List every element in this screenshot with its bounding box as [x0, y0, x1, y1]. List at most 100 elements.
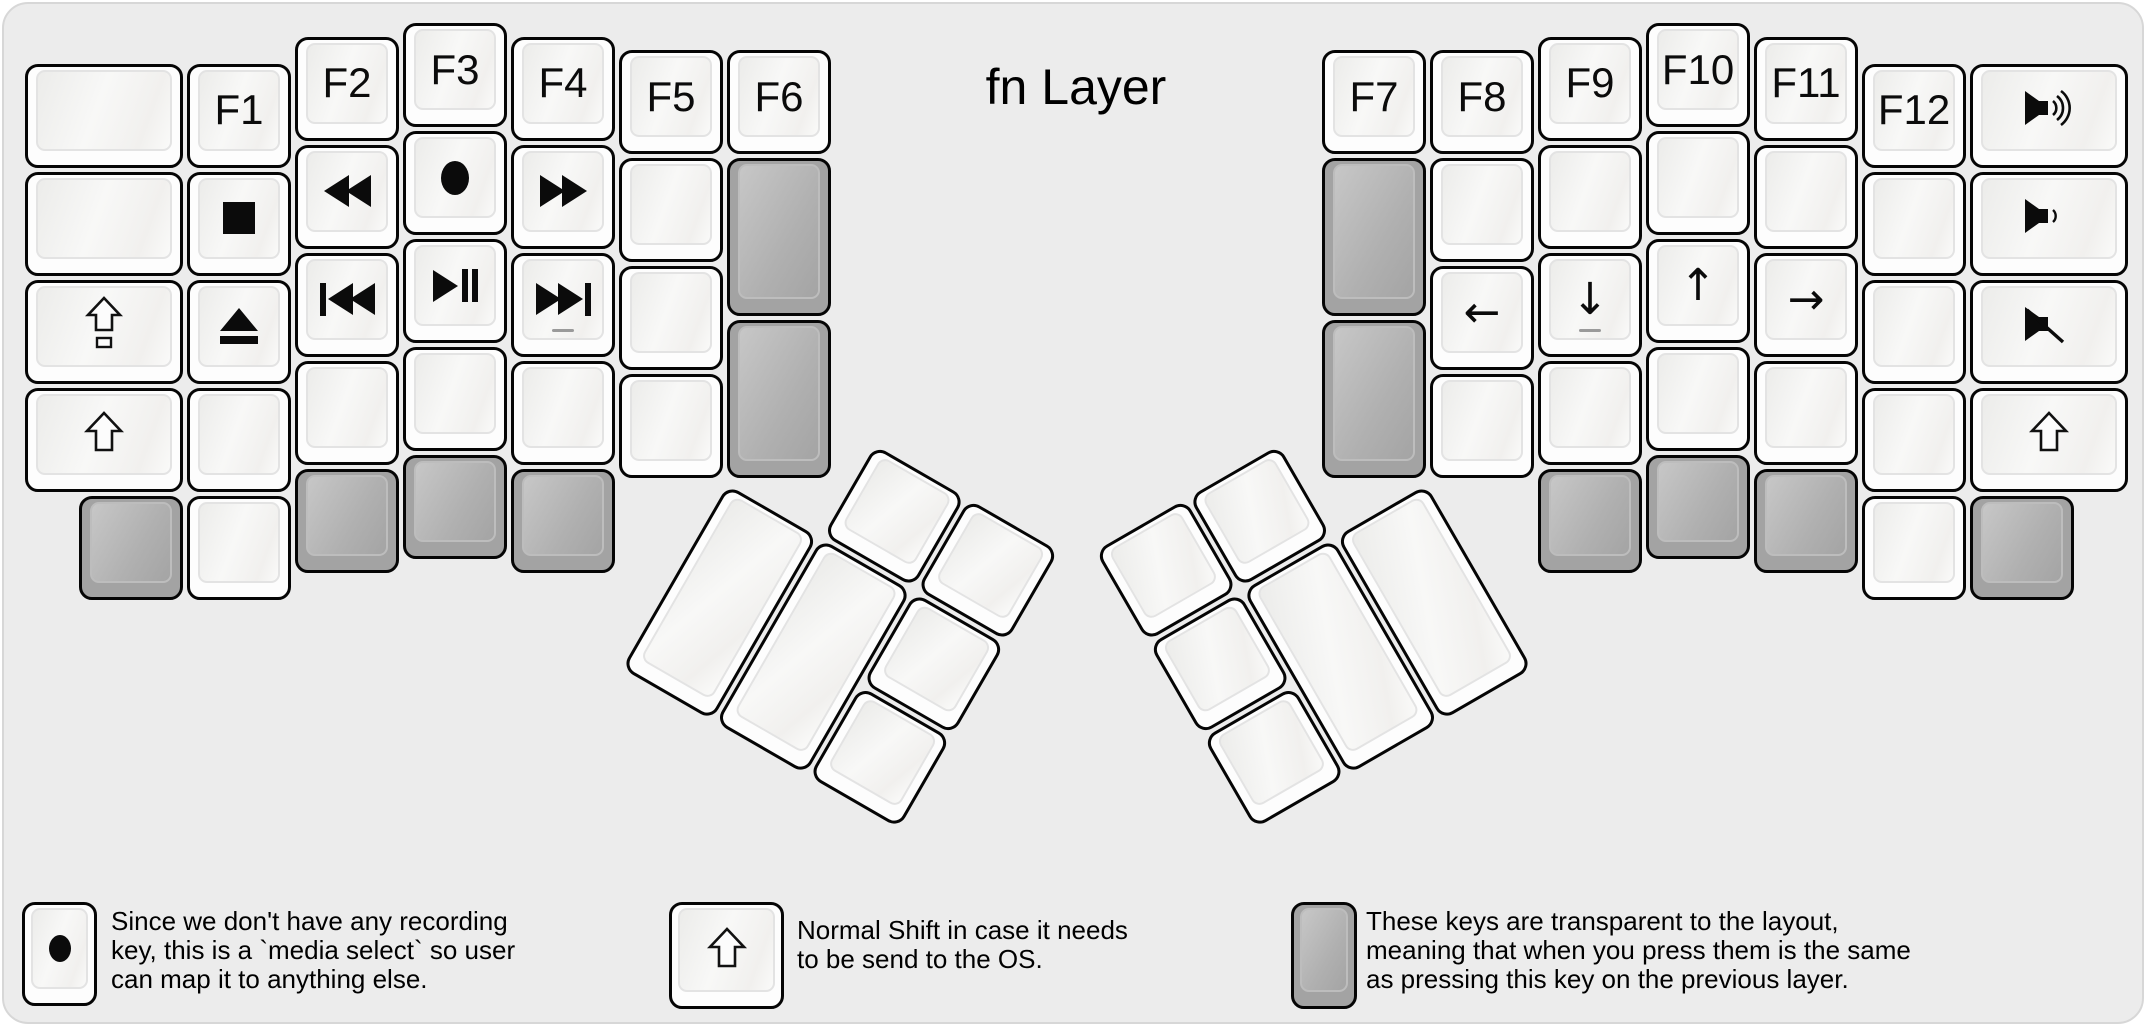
record-icon [441, 160, 469, 195]
key-play-pause[interactable] [403, 239, 507, 343]
rewind-icon [323, 175, 371, 207]
key-mute[interactable] [1970, 279, 2128, 384]
key-blank-r-r3c5-cap [1873, 285, 1955, 367]
key-blank-r-r2c3[interactable] [1646, 131, 1750, 235]
key-transparent-l-bottom-3[interactable] [511, 468, 615, 573]
key-transparent-r-bottom-2-cap [1765, 474, 1847, 556]
key-volume-up[interactable] [1970, 63, 2128, 168]
key-f4-label: F4 [538, 59, 588, 106]
key-shift-left-cap [36, 393, 172, 475]
key-volume-down[interactable] [1970, 171, 2128, 276]
key-blank-r-r4c4[interactable] [1754, 360, 1858, 465]
key-record[interactable] [403, 131, 507, 235]
key-blank-l-r3c5[interactable] [619, 266, 723, 370]
key-blank-r-bottom-white[interactable] [1862, 495, 1966, 600]
key-blank-r-r2c4-cap [1765, 150, 1847, 232]
key-blank-l-r1c0-cap [36, 69, 172, 151]
key-f3[interactable]: F3 [403, 23, 507, 127]
key-blank-r-r4c3[interactable] [1646, 347, 1750, 451]
key-transparent-r-bottom-1-cap [1657, 461, 1739, 542]
key-blank-l-r4c5[interactable] [619, 374, 723, 478]
key-f9[interactable]: F9 [1538, 36, 1642, 141]
key-blank-r-r2c4[interactable] [1754, 144, 1858, 249]
key-transparent-r-inner-2[interactable] [1322, 320, 1426, 478]
play-pause-icon [432, 269, 478, 302]
key-blank-l-r4c2[interactable] [295, 360, 399, 465]
key-f12[interactable]: F12 [1862, 63, 1966, 168]
key-blank-r-r2c2[interactable] [1538, 144, 1642, 249]
key-blank-l-r4c3[interactable] [403, 347, 507, 451]
key-transparent-r-bottom-3[interactable] [1970, 495, 2074, 600]
key-blank-r-r4c5-cap [1873, 393, 1955, 475]
key-lthumb-top-2-cap [934, 509, 1047, 622]
shift-icon [83, 410, 125, 459]
key-transparent-r-bottom-3-cap [1981, 501, 2063, 583]
legend-key-1-cap [678, 908, 775, 992]
key-f7-label: F7 [1349, 72, 1399, 120]
legend-text-0: Since we don't have any recording key, t… [111, 906, 516, 994]
key-f1-label: F1 [214, 86, 264, 133]
key-transparent-r-bottom-2[interactable] [1754, 468, 1858, 573]
key-arrow-left[interactable]: ← [1430, 266, 1534, 370]
key-f12-cap: F12 [1873, 69, 1955, 151]
key-f5[interactable]: F5 [619, 50, 723, 154]
key-blank-l-r2c0[interactable] [25, 171, 183, 276]
key-arrow-right[interactable]: → [1754, 252, 1858, 357]
key-f8-cap: F8 [1441, 56, 1523, 137]
key-f3-label: F3 [430, 45, 480, 93]
key-stop[interactable] [187, 171, 291, 276]
key-transparent-l-bottom-0[interactable] [79, 495, 183, 600]
key-transparent-l-bottom-2[interactable] [403, 455, 507, 559]
shift-icon [706, 926, 747, 975]
key-transparent-r-inner-1[interactable] [1322, 158, 1426, 316]
key-next-track[interactable] [511, 252, 615, 357]
stop-icon [223, 202, 255, 234]
key-transparent-l-inner-2[interactable] [727, 320, 831, 478]
key-blank-l-r4c1[interactable] [187, 387, 291, 492]
key-blank-r-r4c4-cap [1765, 366, 1847, 448]
key-blank-r-r4c5[interactable] [1862, 387, 1966, 492]
key-f4[interactable]: F4 [511, 36, 615, 141]
key-transparent-r-bottom-0[interactable] [1538, 468, 1642, 573]
key-fast-forward[interactable] [511, 144, 615, 249]
key-blank-r-r4c2[interactable] [1538, 360, 1642, 465]
key-f1[interactable]: F1 [187, 63, 291, 168]
key-arrow-up[interactable]: ↑ [1646, 239, 1750, 343]
key-f2[interactable]: F2 [295, 36, 399, 141]
key-arrow-down[interactable]: ↓ [1538, 252, 1642, 357]
key-blank-l-r1c0[interactable] [25, 63, 183, 168]
key-caps-lock-cap [36, 285, 172, 367]
key-f8[interactable]: F8 [1430, 50, 1534, 154]
key-transparent-r-inner-1-cap [1333, 164, 1415, 299]
key-blank-l-r4c4[interactable] [511, 360, 615, 465]
key-transparent-l-inner-1[interactable] [727, 158, 831, 316]
key-blank-r-r4c1[interactable] [1430, 374, 1534, 478]
key-blank-r-r3c5[interactable] [1862, 279, 1966, 384]
key-f7[interactable]: F7 [1322, 50, 1426, 154]
key-mute-cap [1981, 285, 2117, 367]
key-f10[interactable]: F10 [1646, 23, 1750, 127]
key-eject[interactable] [187, 279, 291, 384]
key-shift-right[interactable] [1970, 387, 2128, 492]
key-blank-r-bottom-white-cap [1873, 501, 1955, 583]
key-f4-cap: F4 [522, 42, 604, 124]
key-blank-l-bottom-white[interactable] [187, 495, 291, 600]
legend-key-1 [669, 902, 784, 1009]
key-blank-r-r4c3-cap [1657, 353, 1739, 434]
key-fast-forward-cap [522, 150, 604, 232]
key-f11[interactable]: F11 [1754, 36, 1858, 141]
key-blank-r-r2c5[interactable] [1862, 171, 1966, 276]
key-transparent-r-bottom-1[interactable] [1646, 455, 1750, 559]
key-f5-label: F5 [646, 72, 696, 120]
key-rewind[interactable] [295, 144, 399, 249]
key-prev-track[interactable] [295, 252, 399, 357]
key-shift-left[interactable] [25, 387, 183, 492]
caps-lock-icon [84, 295, 124, 357]
key-caps-lock[interactable] [25, 279, 183, 384]
key-blank-r-r2c1[interactable] [1430, 158, 1534, 262]
key-volume-down-cap [1981, 177, 2117, 259]
key-blank-l-r2c5[interactable] [619, 158, 723, 262]
key-blank-l-r3c5-cap [630, 272, 712, 353]
key-transparent-l-bottom-1[interactable] [295, 468, 399, 573]
key-f6[interactable]: F6 [727, 50, 831, 154]
